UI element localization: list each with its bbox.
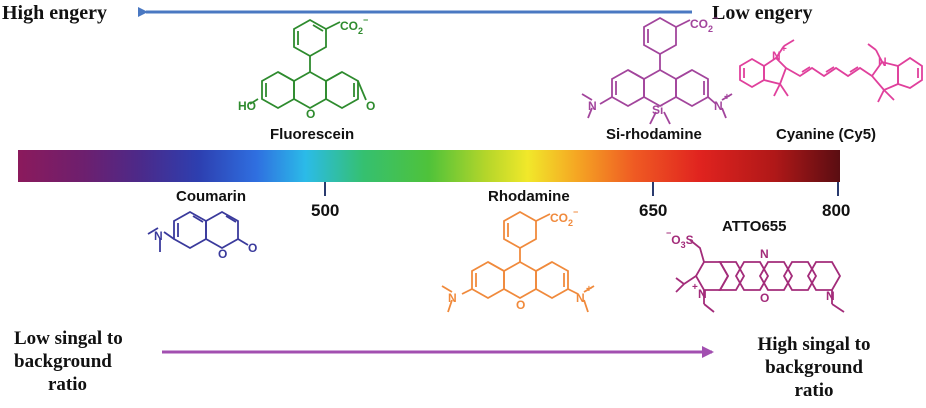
- cyanine-nitrogen-right: N: [878, 55, 887, 69]
- dye-label-rhodamine: Rhodamine: [488, 188, 570, 205]
- rhodamine-charge: +: [586, 284, 592, 295]
- low-signal-line-1: Low singal to: [14, 328, 123, 349]
- si-rhodamine-charge: +: [724, 92, 730, 103]
- dye-label-si-rhodamine: Si-rhodamine: [606, 126, 702, 143]
- tick-label-650: 650: [639, 201, 668, 220]
- coumarin-ring-oxygen: O: [218, 247, 227, 261]
- rhodamine-structure: [441, 210, 595, 313]
- fluorescein-ring-oxygen: O: [306, 107, 315, 121]
- si-rhodamine-silicon: Si: [652, 103, 663, 117]
- rhodamine-atoms: CO2− N N + O: [448, 207, 592, 312]
- atto655-nitrogen-top: N: [760, 247, 769, 261]
- dye-label-cyanine: Cyanine (Cy5): [776, 126, 877, 143]
- rhodamine-amine-right: N: [576, 291, 585, 305]
- atto655-nitrogen-left: N: [698, 287, 707, 301]
- atto655-atoms: −O3S N + N O N: [666, 228, 835, 305]
- dye-label-fluorescein: Fluorescein: [270, 126, 355, 143]
- atto655-charge: +: [692, 282, 698, 293]
- fluorescein-oxo: O: [366, 99, 375, 113]
- high-energy-label: High engery: [2, 2, 107, 24]
- si-rhodamine-carboxylate: CO2−: [690, 13, 718, 34]
- si-rhodamine-atoms: CO2− N N + Si: [588, 13, 730, 117]
- rhodamine-ring-oxygen: O: [516, 298, 525, 312]
- atto655-structure: [675, 239, 845, 313]
- dye-label-atto655: ATTO655: [722, 218, 787, 235]
- coumarin-amine: N: [154, 229, 163, 243]
- tick-label-800: 800: [822, 201, 851, 220]
- spectrum-bar: [18, 150, 840, 182]
- high-signal-label: High singal to background ratio: [734, 333, 894, 402]
- atto655-nitrogen-right: N: [826, 289, 835, 303]
- si-rhodamine-amine-left: N: [588, 99, 597, 113]
- cyanine-charge: +: [781, 44, 787, 55]
- fluorescein-carboxylate: CO2−: [340, 15, 368, 36]
- atto655-ring-oxygen: O: [760, 291, 769, 305]
- rhodamine-carboxylate: CO2−: [550, 207, 578, 228]
- cyanine-structure: [739, 39, 923, 103]
- fluorescein-atoms: CO2− HO O O: [238, 15, 375, 121]
- low-signal-line-3: ratio: [48, 374, 88, 395]
- si-rhodamine-structure: [581, 16, 733, 125]
- high-signal-line-3: ratio: [794, 380, 834, 401]
- tick-label-500: 500: [311, 201, 340, 220]
- rhodamine-amine-left: N: [448, 291, 457, 305]
- si-rhodamine-amine-right: N: [714, 99, 723, 113]
- fluorescein-hydroxy: HO: [238, 99, 256, 113]
- low-energy-label: Low engery: [712, 2, 813, 24]
- cyanine-nitrogen-left: N: [772, 49, 781, 63]
- coumarin-structure: [147, 210, 249, 252]
- coumarin-oxo: O: [248, 241, 257, 255]
- high-signal-line-2: background: [765, 357, 863, 378]
- cyanine-atoms: N + N: [772, 44, 887, 69]
- coumarin-atoms: N O O: [154, 229, 257, 261]
- dye-label-coumarin: Coumarin: [176, 188, 247, 205]
- low-signal-line-2: background: [14, 351, 112, 372]
- low-signal-label: Low singal to background ratio: [14, 327, 123, 396]
- fluorescein-structure: [249, 18, 367, 110]
- atto655-sulfonate: −O3S: [666, 228, 694, 250]
- high-signal-line-1: High singal to: [757, 334, 871, 355]
